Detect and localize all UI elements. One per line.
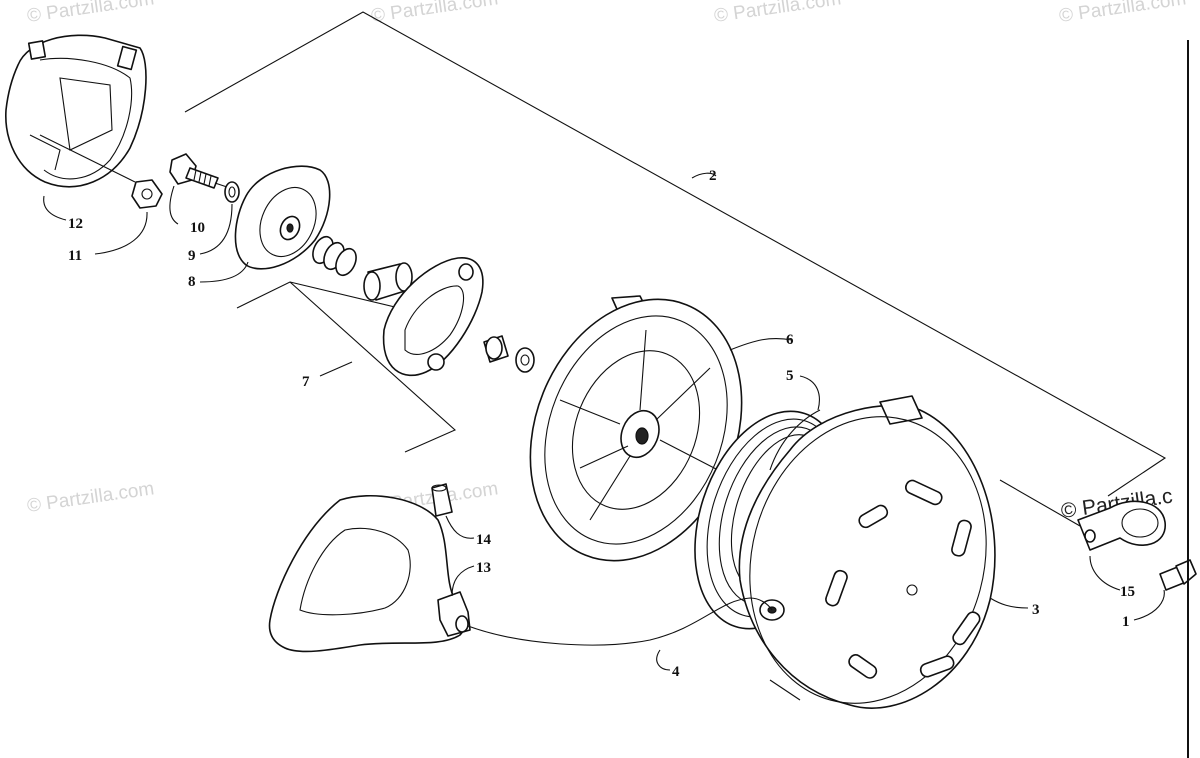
part-bushing xyxy=(363,262,413,301)
leader-5 xyxy=(799,375,820,411)
callout-12: 12 xyxy=(68,216,83,232)
leader-10 xyxy=(169,185,179,225)
callout-8: 8 xyxy=(188,274,196,290)
part-10-bolt xyxy=(169,153,237,191)
part-15-clamp xyxy=(1077,500,1166,551)
callout-15: 15 xyxy=(1120,584,1135,600)
assembly-2-bracket xyxy=(184,11,1167,497)
leader-1 xyxy=(1133,589,1165,621)
callout-1: 1 xyxy=(1122,614,1130,630)
leader-3 xyxy=(989,597,1029,609)
part-6-reel xyxy=(529,295,743,562)
callout-14: 14 xyxy=(476,532,492,548)
part-4-rope xyxy=(467,597,773,646)
callout-6: 6 xyxy=(786,332,794,348)
callout-10: 10 xyxy=(190,220,205,236)
part-3-housing xyxy=(738,395,996,709)
callout-7: 7 xyxy=(302,374,310,390)
leader-7 xyxy=(319,361,353,377)
leader-12 xyxy=(43,195,67,221)
part-8-plate xyxy=(234,165,331,270)
leader-15 xyxy=(1089,555,1121,591)
leader-14 xyxy=(445,515,475,539)
watermark-5: © Partzilla.com xyxy=(26,478,156,517)
leader-11 xyxy=(94,211,148,255)
watermark-1: © Partzilla.com xyxy=(26,0,156,27)
part-spring xyxy=(312,235,357,277)
part-7-ratchet xyxy=(382,257,535,377)
callout-9: 9 xyxy=(188,248,196,264)
leader-13 xyxy=(451,565,475,597)
part-9-washer xyxy=(224,181,240,203)
callouts: 2 12 11 10 9 8 7 6 5 3 4 15 1 14 13 xyxy=(68,168,1135,680)
leader-4 xyxy=(656,649,671,671)
housing-slots xyxy=(825,479,981,679)
callout-4: 4 xyxy=(672,664,680,680)
callout-3: 3 xyxy=(1032,602,1040,618)
leader-6 xyxy=(729,337,793,351)
part-12-cover xyxy=(5,34,147,188)
part-11-bolt xyxy=(131,179,163,209)
leader-2 xyxy=(691,172,717,179)
callout-13: 13 xyxy=(476,560,491,576)
callout-11: 11 xyxy=(68,248,82,264)
watermark-3: © Partzilla.com xyxy=(713,0,843,27)
callout-5: 5 xyxy=(786,368,794,384)
part-14-insert xyxy=(431,483,453,517)
watermark-4: © Partzilla.com xyxy=(1058,0,1188,27)
assembly-7-bracket xyxy=(236,281,457,453)
assembly-2-bracket-lower xyxy=(999,479,1081,527)
watermark-2: © Partzilla.com xyxy=(370,0,500,27)
callout-2: 2 xyxy=(709,168,717,184)
leader-8 xyxy=(199,261,249,283)
leader-lines xyxy=(43,172,1165,671)
part-13-handle xyxy=(268,494,471,653)
part-1-bolt xyxy=(1159,559,1197,591)
leader-9 xyxy=(199,203,233,255)
